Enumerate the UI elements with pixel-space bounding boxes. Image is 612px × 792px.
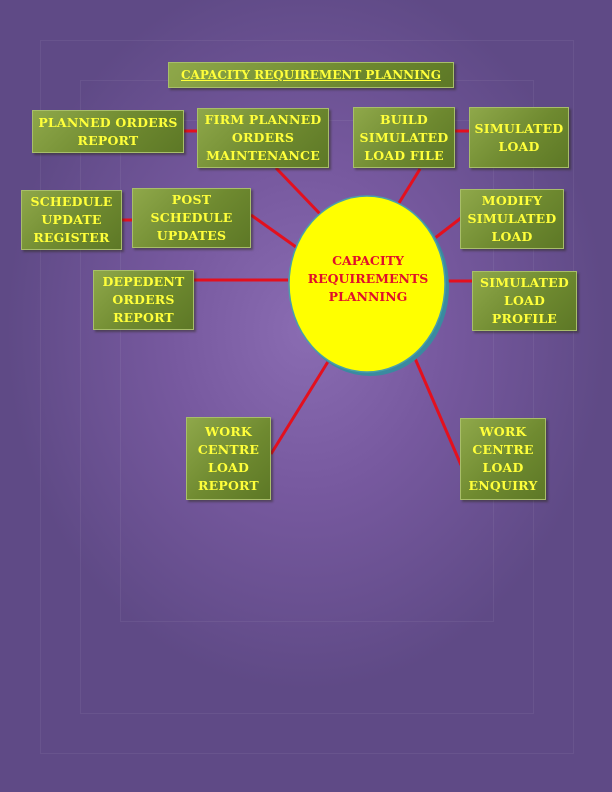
node-label-line: PROFILE — [491, 311, 558, 326]
node-simulated-load-profile: SIMULATED LOAD PROFILE — [472, 271, 577, 331]
node-label-line: ORDERS — [231, 130, 295, 145]
node-label-line: REGISTER — [33, 230, 110, 245]
node-label-line: UPDATES — [156, 228, 227, 243]
node-label-line: FIRM PLANNED — [204, 112, 322, 127]
node-label-line: CENTRE — [197, 441, 260, 457]
background-frame — [40, 40, 574, 754]
node-planned-orders-report: PLANNED ORDERS REPORT — [32, 110, 184, 153]
connector-center-to-build — [397, 168, 422, 204]
connector-center-to-wc-report — [269, 359, 331, 455]
node-firm-planned-orders-maintenance: FIRM PLANNED ORDERS MAINTENANCE — [197, 108, 329, 168]
center-ellipse — [288, 195, 446, 373]
connector-center-to-modify — [434, 216, 462, 240]
node-label-line: PLANNED ORDERS — [38, 114, 178, 130]
node-work-centre-load-enquiry: WORK CENTRE LOAD ENQUIRY — [460, 418, 546, 500]
node-label-line: WORK — [479, 424, 527, 439]
connector-center-to-wc-enquiry — [412, 355, 463, 466]
node-dependent-orders-report: DEPEDENT ORDERS REPORT — [93, 270, 194, 330]
node-label-line: SIMULATED — [474, 120, 564, 136]
node-label-line: MODIFY — [481, 193, 543, 208]
node-label-line: LOAD — [482, 460, 524, 475]
node-label-line: REPORT — [113, 310, 174, 325]
node-label-line: WORK — [205, 423, 252, 439]
node-label-line: DEPEDENT — [102, 274, 185, 289]
node-label-line: LOAD — [498, 138, 540, 154]
center-label: CAPACITY REQUIREMENTS PLANNING — [290, 252, 446, 306]
node-label-line: BUILD — [380, 111, 428, 127]
node-label-line: MAINTENANCE — [206, 148, 320, 163]
node-label-line: SCHEDULE — [30, 194, 113, 209]
node-label-line: ORDERS — [112, 292, 175, 307]
node-label-line: LOAD — [503, 293, 545, 308]
center-label-line: REQUIREMENTS — [307, 271, 429, 286]
node-label-line: ENQUIRY — [468, 478, 538, 493]
node-label-line: SIMULATED — [480, 275, 569, 290]
node-schedule-update-register: SCHEDULE UPDATE REGISTER — [21, 190, 122, 250]
node-work-centre-load-report: WORK CENTRE LOAD REPORT — [186, 417, 271, 500]
connector-center-to-firm — [274, 166, 324, 218]
node-label-line: REPORT — [77, 132, 139, 148]
connector-center-to-post — [250, 213, 297, 249]
node-label-line: REPORT — [198, 477, 259, 493]
node-label-line: SIMULATED — [467, 211, 557, 226]
node-label-line: LOAD — [207, 459, 249, 475]
center-label-line: CAPACITY — [332, 253, 404, 268]
node-simulated-load: SIMULATED LOAD — [469, 107, 569, 168]
node-modify-simulated-load: MODIFY SIMULATED LOAD — [460, 189, 564, 249]
center-label-line: PLANNING — [328, 289, 408, 304]
node-label-line: LOAD FILE — [364, 147, 444, 163]
node-label-line: POST — [171, 192, 212, 207]
node-post-schedule-updates: POST SCHEDULE UPDATES — [132, 188, 251, 248]
node-label-line: SCHEDULE — [150, 210, 233, 225]
node-label-line: CENTRE — [472, 442, 534, 457]
node-label-line: SIMULATED — [359, 129, 449, 145]
node-label-line: UPDATE — [41, 212, 102, 227]
node-build-simulated-load-file: BUILD SIMULATED LOAD FILE — [353, 107, 455, 168]
page-title: CAPACITY REQUIREMENT PLANNING — [168, 62, 454, 88]
node-label-line: LOAD — [491, 229, 533, 244]
